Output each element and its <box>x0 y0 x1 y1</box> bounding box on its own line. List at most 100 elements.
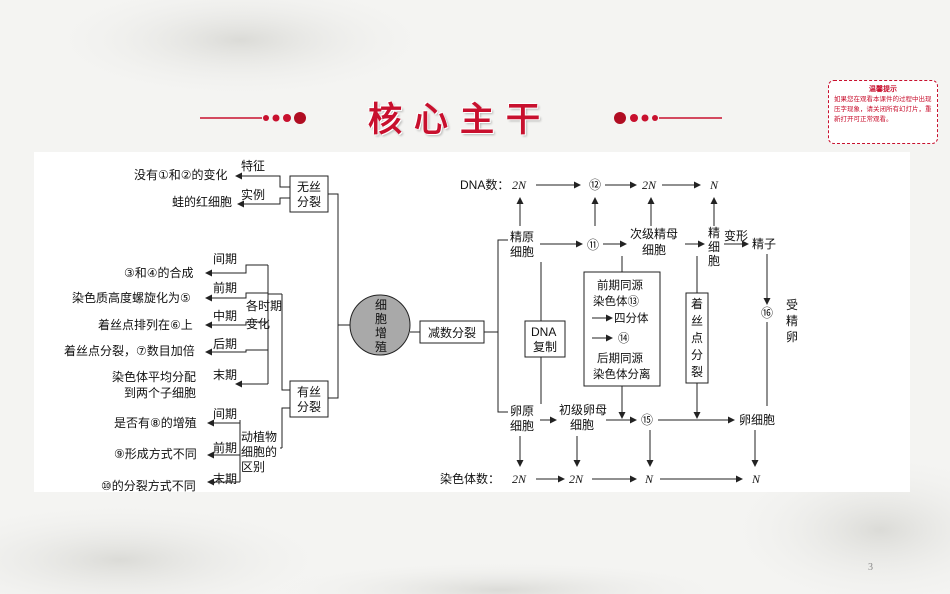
diff-label-0: 间期 <box>213 407 237 421</box>
amitosis-box <box>289 175 329 213</box>
phase-line-3 <box>205 348 268 356</box>
primary-oocyte-line2: 细胞 <box>570 418 594 432</box>
secondary-spermatocyte-line1: 次级精母 <box>630 227 678 241</box>
transform-label: 变形 <box>724 228 748 243</box>
fertilization-circle: ⑯ <box>761 306 773 320</box>
notice-box: 温馨提示 如果您在观看本课件的过程中出现压字现象，请关闭所有幻灯片，重新打开可正… <box>828 80 938 144</box>
dna-replication-box <box>524 320 566 358</box>
branch-example: 实例 <box>241 187 265 202</box>
link-amitosis-center <box>328 193 350 326</box>
centromere-char5: 裂 <box>691 365 703 379</box>
prophase-line3: 四分体 <box>614 311 649 325</box>
primary-oocyte-line1: 初级卵母 <box>559 403 607 417</box>
spermatid-char2: 细 <box>708 240 720 254</box>
egg-label: 卵细胞 <box>739 413 775 427</box>
mitosis-box-line2: 分裂 <box>297 400 321 414</box>
example-text: 蛙的红细胞 <box>172 194 232 209</box>
phase-label-2: 中期 <box>213 308 237 323</box>
link-mitosis-center <box>328 325 339 399</box>
diff-text-0: 是否有⑧的增殖 <box>114 415 197 430</box>
amitosis-box-line1: 无丝 <box>297 180 321 194</box>
branch-feature: 特征 <box>241 158 265 173</box>
phase-text-4-line1: 染色体平均分配 <box>112 369 196 384</box>
fertilized-char3: 卵 <box>786 330 798 344</box>
example-line <box>237 197 290 208</box>
centromere-char3: 点 <box>691 331 703 345</box>
phase-text-2: 着丝点排列在⑥上 <box>98 317 193 332</box>
prophase-line1: 前期同源 <box>597 278 643 292</box>
chrom-value-3: N <box>751 472 761 486</box>
fertilized-char1: 受 <box>786 298 798 312</box>
amitosis-box-line2: 分裂 <box>297 195 321 209</box>
feature-text: 没有①和②的变化 <box>134 167 228 182</box>
phases-label-line1: 各时期 <box>246 298 282 313</box>
dna-value-0: 2N <box>512 178 527 192</box>
page-title: 核心主干 <box>368 100 552 140</box>
spermatid-char1: 精 <box>708 226 720 240</box>
dna-value-1: ⑫ <box>589 178 601 192</box>
spermatid-char3: 胞 <box>708 254 720 268</box>
phase-text-4-line2: 到两个子细胞 <box>124 386 196 400</box>
phase-label-0: 间期 <box>213 252 237 266</box>
meiosis-to-egg <box>497 332 508 413</box>
mitosis-box <box>289 380 329 418</box>
title-row: 核心主干 <box>0 96 950 144</box>
prophase-line2: 染色体⑬ <box>593 294 639 308</box>
chrom-value-0: 2N <box>512 472 527 486</box>
dna-value-2: 2N <box>642 178 657 192</box>
phase-text-3: 着丝点分裂，⑦数目加倍 <box>64 343 195 358</box>
phase-label-3: 后期 <box>213 337 237 351</box>
page-number: 3 <box>868 562 873 573</box>
diff-label-line1: 动植物 <box>241 429 277 444</box>
dna-value-3: N <box>709 178 719 192</box>
prophase-line4: ⑭ <box>618 332 630 345</box>
prophase-line6: 染色体分离 <box>593 367 651 381</box>
notice-body: 如果您在观看本课件的过程中出现压字现象，请关闭所有幻灯片，重新打开可正常观看。 <box>834 95 932 123</box>
oogonium-line1: 卵原 <box>510 404 534 418</box>
diff-connector <box>281 407 290 448</box>
spermatogonium-line2: 细胞 <box>510 245 534 259</box>
secondary-spermatocyte-line2: 细胞 <box>642 243 666 257</box>
diff-label-2: 末期 <box>213 472 237 486</box>
phases-label-line2: 变化 <box>246 316 270 331</box>
notice-heading: 温馨提示 <box>869 85 897 93</box>
center-char4: 殖 <box>375 339 387 354</box>
phase-label-4: 末期 <box>213 368 237 382</box>
mitosis-box-line1: 有丝 <box>297 385 321 399</box>
dna-row-label: DNA数： <box>460 177 509 192</box>
spermatogonium-line1: 精原 <box>510 230 534 244</box>
phase-label-1: 前期 <box>213 280 237 295</box>
fertilized-char2: 精 <box>786 314 798 328</box>
meiosis-box-text: 减数分裂 <box>428 325 476 340</box>
chrom-value-1: 2N <box>569 472 584 486</box>
diff-label-line2: 细胞的 <box>241 444 277 459</box>
oogonium-line2: 细胞 <box>510 419 534 433</box>
feature-line <box>240 175 290 188</box>
meiosis-to-sperm <box>484 239 508 333</box>
circle15: ⑮ <box>641 413 653 427</box>
title-right-decoration <box>614 112 722 124</box>
phases-connector <box>281 294 290 391</box>
phase-text-1: 染色质高度螺旋化为⑤ <box>72 290 191 305</box>
diff-text-2: ⑩的分裂方式不同 <box>101 478 196 493</box>
phase-line-2 <box>205 321 268 329</box>
prophase-line5: 后期同源 <box>597 351 643 365</box>
centromere-char2: 丝 <box>691 314 703 328</box>
chrom-value-2: N <box>644 472 654 486</box>
phase-line-1 <box>205 292 268 302</box>
diff-label-1: 前期 <box>213 440 237 455</box>
phase-line-0 <box>205 264 268 277</box>
diff-label-line3: 区别 <box>241 460 265 474</box>
chrom-row-label: 染色体数： <box>440 471 500 486</box>
dna-replication-line1: DNA <box>531 325 556 339</box>
centromere-char1: 着 <box>691 296 703 311</box>
center-node <box>349 294 411 356</box>
circle11: ⑪ <box>587 238 599 252</box>
center-char1: 细 <box>375 298 387 312</box>
sperm-label: 精子 <box>752 237 776 251</box>
phase-text-0: ③和④的合成 <box>124 265 194 280</box>
diff-text-1: ⑨形成方式不同 <box>114 446 197 461</box>
center-char2: 胞 <box>375 312 387 326</box>
dna-replication-line2: 复制 <box>533 340 557 354</box>
